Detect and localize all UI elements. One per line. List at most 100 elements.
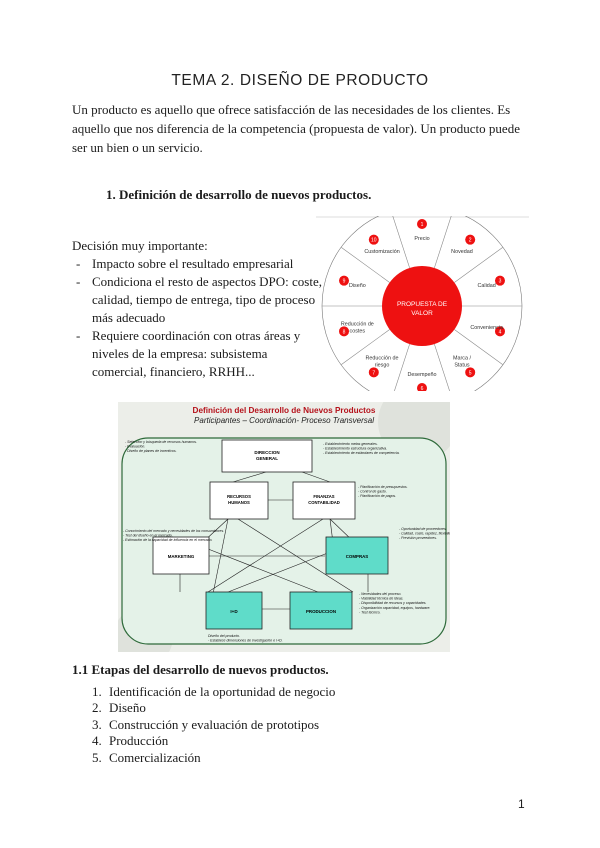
intro-paragraph: Un producto es aquello que ofrece satisf…	[72, 102, 520, 155]
box-recursos-humanos	[209, 481, 269, 520]
box-finanzas	[292, 481, 356, 520]
box-produccion-label: PRODUCCION	[306, 609, 336, 614]
segment-number-badge	[339, 275, 350, 286]
stage-number: 5.	[92, 749, 102, 765]
stage-item: 3. Construcción y evaluación de prototipo…	[92, 717, 335, 733]
wheel-divider	[340, 329, 390, 366]
diagram-note: - Control de gasto.	[358, 490, 387, 494]
decision-item: Condiciona el resto de aspectos DPO: cos…	[72, 273, 324, 327]
box-marketing	[152, 536, 210, 575]
wheel-divider	[434, 216, 452, 269]
segment-label: costes	[350, 329, 366, 335]
wheel-divider	[454, 246, 504, 283]
segment-label: Calidad	[478, 283, 496, 289]
segment-label: Desempeño	[407, 372, 436, 378]
box-produccion	[289, 591, 353, 630]
box-compras-label: COMPRAS	[346, 554, 369, 559]
diagram-note: - Test del diseño en el mercado.	[123, 534, 173, 538]
segment-number: 5	[469, 370, 472, 376]
stage-number: 1.	[92, 684, 102, 699]
diagram-subtitle: Participantes – Coordinación- Proceso Tr…	[194, 416, 374, 425]
value-proposition-center	[382, 266, 462, 346]
page-title: TEMA 2. DISEÑO DE PRODUCTO	[171, 72, 429, 89]
box-id	[205, 591, 263, 630]
diagram-note: - Viabilidad técnica de ideas.	[359, 597, 404, 601]
wheel-divider	[434, 343, 450, 391]
stage-number: 2.	[92, 700, 102, 716]
decision-block: Decisión muy importante: Impacto sobre e…	[72, 237, 324, 381]
process-diagram: Definición del Desarrollo de Nuevos Prod…	[118, 402, 450, 652]
stage-text: Producción	[109, 733, 169, 749]
box-id-label: I+D	[230, 609, 238, 614]
segment-label: Marca /	[453, 356, 471, 362]
box-compras	[325, 536, 389, 575]
segment-number-badge	[417, 219, 427, 229]
decision-label: Decisión muy importante:	[72, 238, 208, 253]
diagram-note: - Calidad, coste, rapidez, flexibilidad.	[399, 532, 450, 536]
segment-label: Conveniencia	[470, 325, 503, 331]
diagram-note: Diseño del producto.	[208, 634, 240, 638]
stage-number: 4.	[92, 733, 102, 749]
stage-item: 4. Producción	[92, 733, 335, 749]
diagram-note: - Establecimiento de estándares de compe…	[323, 451, 400, 455]
stage-text: Construcción y evaluación de prototipos	[109, 716, 320, 732]
diagram-note: - Diseño de planes de incentivos.	[125, 449, 177, 453]
diagram-note: - Selección y búsqueda de recursos human…	[125, 440, 197, 444]
diagram-note: - Organización capacidad, equipos, hardw…	[359, 606, 430, 610]
diagram-note: - Necesidades del proceso.	[359, 592, 401, 596]
segment-number: 7	[372, 370, 375, 376]
box-direccion-line1: DIRECCION	[254, 450, 279, 455]
segment-number-badge	[417, 383, 427, 391]
stage-text: Diseño	[109, 700, 146, 716]
segment-number: 6	[421, 386, 424, 391]
segment-number: 3	[499, 279, 502, 285]
diagram-note: - Oportunidad de proveedores.	[399, 527, 447, 531]
segment-label: Status	[454, 363, 470, 369]
diagram-note: - Disponibilidad de recursos y capacidad…	[359, 601, 427, 605]
stage-text: Identificación de la oportunidad de nego…	[109, 684, 336, 699]
diagram-note: - Estimación de la capacidad de influenc…	[123, 538, 213, 542]
wheel-divider	[392, 216, 410, 269]
center-label-line2: VALOR	[411, 310, 433, 317]
segment-number-badge	[339, 326, 350, 337]
diagram-panel	[121, 437, 447, 645]
segment-number: 8	[343, 329, 346, 335]
segment-label: riesgo	[375, 363, 390, 369]
segment-number-badge	[494, 275, 505, 286]
segment-label: Novedad	[451, 249, 473, 255]
decision-item: Impacto sobre el resultado empresarial	[72, 255, 324, 273]
box-finanzas-line2: CONTABILIDAD	[308, 500, 340, 505]
diagram-note: - Establece dimensiones de investigación…	[208, 639, 283, 643]
diagram-note: - Establecimiento estructura organizativ…	[323, 447, 387, 451]
segment-number-badge	[494, 326, 505, 337]
wheel-divider	[340, 246, 390, 283]
decision-list: Impacto sobre el resultado empresarial C…	[72, 255, 324, 381]
diagram-note: - Evaluación.	[125, 445, 145, 449]
segment-label: Customización	[364, 249, 399, 255]
stage-item: 2. Diseño	[92, 700, 335, 716]
segment-number-badge	[368, 234, 379, 245]
box-marketing-label: MARKETING	[168, 554, 195, 559]
stages-list: 1. Identificación de la oportunidad de ne…	[92, 684, 335, 766]
diagram-note: - Establecimiento metas generales.	[323, 442, 378, 446]
segment-label: Diseño	[349, 283, 366, 289]
diagram-note: - Planificación de pagos.	[358, 494, 396, 498]
wheel-divider	[454, 329, 504, 366]
stage-number: 3.	[92, 716, 102, 732]
segment-label: Precio	[414, 236, 429, 242]
section-heading-1: 1. Definición de desarrollo de nuevos pr…	[106, 187, 372, 202]
box-recursos-line2: HUMANOS	[228, 500, 250, 505]
segment-number-badge	[368, 367, 379, 378]
diagram-note: - Previsión proveedores.	[399, 536, 437, 540]
box-direccion-line2: GENERAL	[256, 456, 278, 461]
diagram-note: - Test técnico.	[359, 610, 381, 614]
section-heading-1-1: 1.1 Etapas del desarrollo de nuevos prod…	[72, 662, 329, 677]
segment-number: 10	[371, 238, 377, 244]
page-number: 1	[518, 797, 525, 811]
stage-text: Comercialización	[109, 749, 201, 765]
segment-number: 1	[421, 222, 424, 228]
segment-number: 9	[343, 279, 346, 285]
diagram-note: - Conocimiento del mercado y necesidades…	[123, 529, 224, 533]
box-recursos-line1: RECURSOS	[227, 494, 251, 499]
